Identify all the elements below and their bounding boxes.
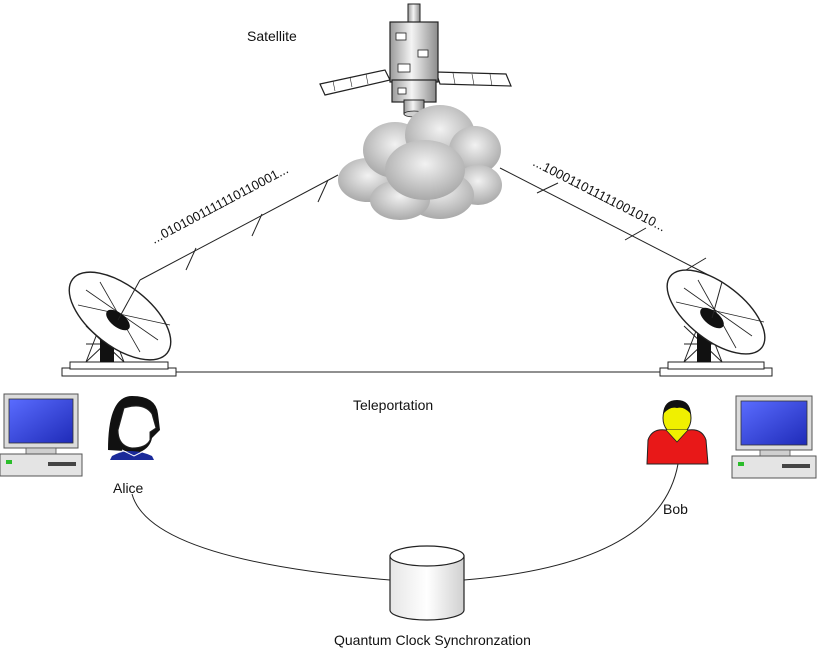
desktop-computer-icon — [0, 393, 83, 477]
desktop-computer-icon — [731, 395, 817, 479]
alice-clock-link — [131, 493, 391, 581]
bob-clock-link — [463, 463, 679, 581]
satellite-dish-icon — [659, 269, 773, 377]
person-icon — [108, 396, 160, 460]
database-cylinder-icon — [389, 545, 465, 621]
bob-label: Bob — [663, 501, 688, 517]
satellite-icon — [319, 3, 512, 118]
cloud-icon — [338, 105, 502, 220]
teleportation-label: Teleportation — [353, 397, 433, 413]
person-icon — [646, 400, 709, 465]
left-quantum-channel — [139, 174, 339, 281]
satellite-dish-icon — [61, 271, 177, 377]
satellite-label: Satellite — [247, 28, 297, 44]
right-quantum-channel — [499, 167, 723, 283]
clock-sync-label: Quantum Clock Synchronzation — [334, 632, 531, 648]
alice-label: Alice — [113, 480, 144, 496]
left-bitstream: ...0101001111110110001... — [148, 161, 290, 246]
